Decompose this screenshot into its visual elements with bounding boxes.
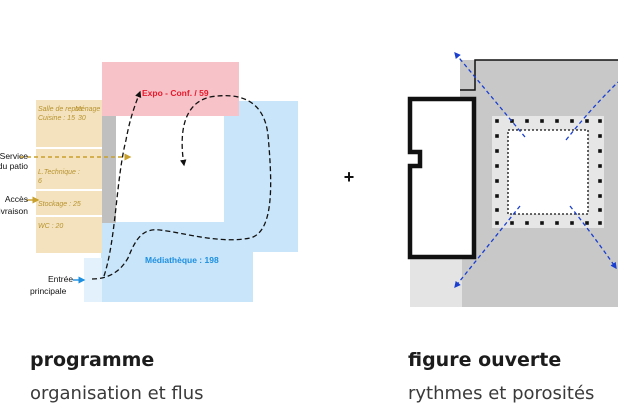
- plus-sign: +: [344, 167, 355, 187]
- label-menage: Ménage: [75, 106, 100, 113]
- label-ltechnique: L.Technique :: [38, 169, 80, 176]
- acces-livraison-label-1: Accès: [5, 194, 28, 204]
- circulation-path: [91, 95, 272, 280]
- left-caption-title: programme: [30, 349, 155, 371]
- column-dot: [598, 134, 602, 138]
- porosity-arrow-nw: [454, 52, 526, 138]
- building-outline: [460, 59, 618, 91]
- label-ltechnique-value: 6: [38, 178, 42, 185]
- column-dot: [598, 194, 602, 198]
- column-rhythm: [495, 119, 602, 225]
- porosity-arrow-se: [569, 205, 617, 270]
- column-dot: [495, 149, 499, 153]
- circulation-path-up: [103, 90, 142, 277]
- column-dot: [495, 134, 499, 138]
- column-dot: [495, 164, 499, 168]
- label-salle-repos: Salle de repos: [38, 106, 83, 113]
- entree-label-2: principale: [30, 286, 67, 296]
- left-wing: [407, 96, 477, 260]
- column-dot: [585, 221, 589, 225]
- column-dot: [598, 208, 602, 212]
- column-dot: [540, 119, 544, 123]
- column-dot: [570, 119, 574, 123]
- column-dot: [598, 179, 602, 183]
- label-wc: WC : 20: [38, 223, 63, 230]
- column-dot: [495, 119, 499, 123]
- figure-ouverte-diagram: [407, 52, 618, 307]
- entree-label-1: Entrée: [48, 274, 73, 284]
- porosity-arrow-sw: [454, 205, 521, 289]
- service-patio-label-2: du patio: [0, 161, 28, 171]
- mediatheque-zone: [101, 101, 298, 302]
- lower-left-block: [410, 257, 462, 307]
- porosity-arrow-ne: [565, 81, 618, 141]
- column-dot: [598, 164, 602, 168]
- column-dot: [598, 149, 602, 153]
- expo-conf-zone: [102, 62, 239, 116]
- technical-strip: [102, 116, 116, 223]
- acces-livraison-label-2: livraison: [0, 206, 28, 216]
- label-stockage: Stockage : 25: [38, 201, 81, 208]
- mediatheque-label: Médiathèque : 198: [145, 255, 219, 265]
- column-dot: [598, 221, 602, 225]
- label-cuisine-extra: 30: [78, 115, 86, 122]
- column-dot: [510, 221, 514, 225]
- column-dot: [495, 221, 499, 225]
- left-caption-subtitle: organisation et flus: [30, 383, 204, 404]
- column-dot: [495, 179, 499, 183]
- entrance-zone: [84, 258, 102, 302]
- column-dot: [495, 194, 499, 198]
- right-caption-title: figure ouverte: [408, 349, 562, 371]
- column-dot: [555, 119, 559, 123]
- column-dot: [525, 221, 529, 225]
- column-dot: [570, 221, 574, 225]
- column-dot: [585, 119, 589, 123]
- column-dot: [495, 208, 499, 212]
- label-cuisine: Cuisine : 15: [38, 115, 75, 122]
- right-caption-subtitle: rythmes et porosités: [408, 383, 595, 404]
- column-dot: [540, 221, 544, 225]
- programme-diagram: Salle de repos Ménage Cuisine : 15 30 L.…: [0, 62, 298, 302]
- column-dot: [525, 119, 529, 123]
- column-dot: [555, 221, 559, 225]
- service-patio-label-1: Service: [0, 151, 28, 161]
- expo-conf-label: Expo - Conf. / 59: [142, 88, 209, 98]
- column-dot: [510, 119, 514, 123]
- service-rooms: [36, 100, 102, 253]
- courtyard: [507, 129, 589, 215]
- column-dot: [598, 119, 602, 123]
